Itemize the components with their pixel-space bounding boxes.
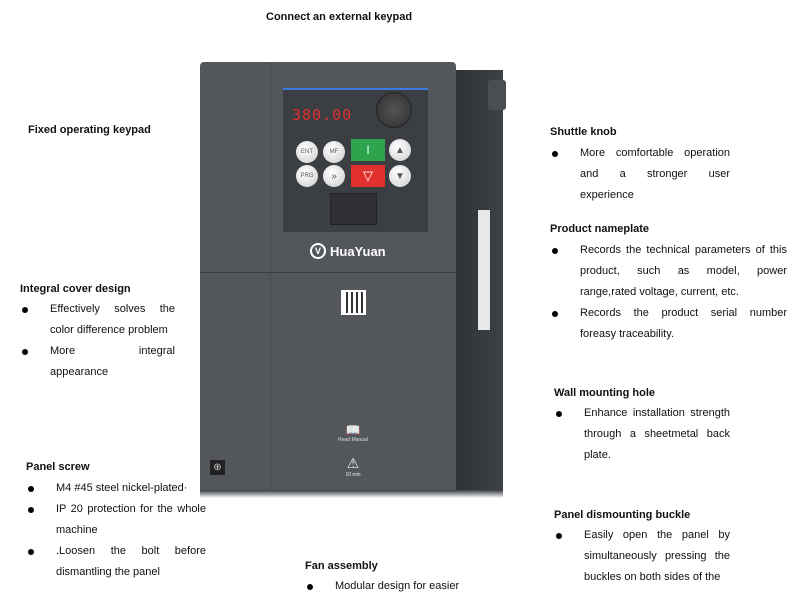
fan-assembly-list: Modular design for easier <box>305 576 480 597</box>
led-display: 380.00 <box>292 106 353 124</box>
list-item: Records the product serial number foreas… <box>550 303 787 345</box>
screw-icon: ⊕ <box>213 462 222 473</box>
down-button[interactable]: ▼ <box>389 165 411 187</box>
list-item: IP 20 protection for the whole machine <box>26 499 206 541</box>
run-button[interactable]: ⏽ <box>351 139 385 161</box>
list-item: More comfortable operation and a stronge… <box>550 143 730 206</box>
qr-code <box>341 290 366 315</box>
ent-button[interactable]: ENT <box>296 141 318 163</box>
list-item: Records the technical parameters of this… <box>550 240 787 303</box>
wall-mounting-heading: Wall mounting hole <box>554 387 656 399</box>
fan-assembly-heading: Fan assembly <box>305 560 378 572</box>
integral-cover-list: Effectively solves the color difference … <box>20 299 175 383</box>
panel-screw: ⊕ <box>210 460 225 475</box>
list-item: M4 #45 steel nickel-plated· <box>26 478 206 499</box>
fixed-keypad-heading: Fixed operating keypad <box>28 124 151 136</box>
nameplate-list: Records the technical parameters of this… <box>550 240 787 345</box>
shift-button[interactable]: » <box>323 165 345 187</box>
brand-logo: V HuaYuan <box>310 243 386 259</box>
mf-button[interactable]: MF <box>323 141 345 163</box>
list-item: Enhance installation strength through a … <box>554 403 730 466</box>
panel-screw-list: M4 #45 steel nickel-plated· IP 20 protec… <box>26 478 206 583</box>
manual-text: Read Manual <box>338 437 368 443</box>
list-item: Easily open the panel by simultaneously … <box>554 525 730 588</box>
external-keypad-port <box>330 193 377 225</box>
warning-label: ⚠10 min <box>338 455 368 478</box>
logo-icon: V <box>310 243 326 259</box>
panel-dismounting-list: Easily open the panel by simultaneously … <box>554 525 730 588</box>
wall-mounting-list: Enhance installation strength through a … <box>554 403 730 466</box>
list-item: More integral appearance <box>20 341 175 383</box>
chevron-up-icon: ▲ <box>395 144 405 156</box>
panel-dismounting-heading: Panel dismounting buckle <box>554 509 691 521</box>
read-manual-label: 📖Read Manual <box>338 423 368 443</box>
prg-button[interactable]: PRG <box>296 165 318 187</box>
device-base-shadow <box>200 490 503 498</box>
list-item: Modular design for easier <box>305 576 480 597</box>
integral-cover-heading: Integral cover design <box>20 283 131 295</box>
brand-name: HuaYuan <box>330 243 386 259</box>
warning-text: 10 min <box>345 472 361 478</box>
high-voltage-icon: ⚠ <box>346 455 360 471</box>
list-item: Effectively solves the color difference … <box>20 299 175 341</box>
product-nameplate <box>478 210 490 330</box>
shuttle-knob-heading: Shuttle knob <box>550 126 617 138</box>
manual-icon: 📖 <box>345 423 361 437</box>
stop-button[interactable]: ▽ <box>351 165 385 187</box>
wall-mounting-hole <box>488 80 506 110</box>
shuttle-knob-list: More comfortable operation and a stronge… <box>550 143 730 206</box>
nameplate-heading: Product nameplate <box>550 223 650 235</box>
up-button[interactable]: ▲ <box>389 139 411 161</box>
cover-seam <box>200 272 456 273</box>
page-title: Connect an external keypad <box>266 11 413 23</box>
list-item: .Loosen the bolt before dismantling the … <box>26 541 206 583</box>
shuttle-knob[interactable] <box>376 92 412 128</box>
cover-edge <box>270 62 271 490</box>
power-icon: ⏽ <box>362 142 374 157</box>
panel-screw-heading: Panel screw <box>26 461 90 473</box>
chevron-down-icon: ▼ <box>395 170 405 182</box>
stop-icon: ▽ <box>363 168 373 183</box>
